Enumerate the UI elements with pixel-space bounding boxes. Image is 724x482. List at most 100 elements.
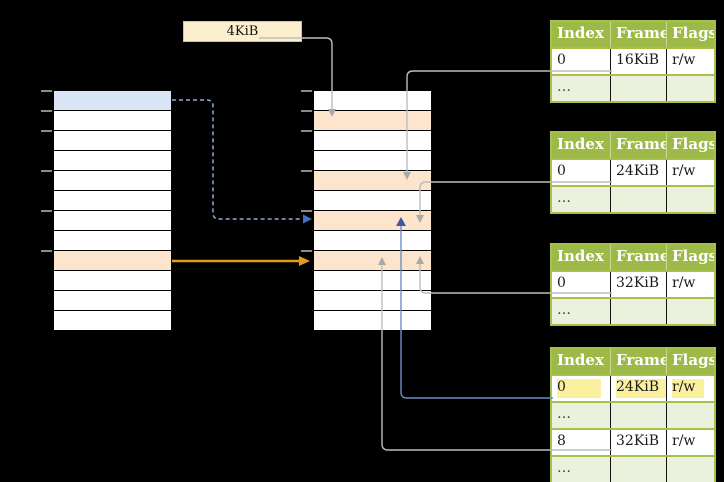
table-cell: 0: [552, 49, 611, 74]
table-cell: [667, 299, 714, 324]
boundary-tick: [301, 250, 312, 252]
table-row: …: [552, 187, 714, 212]
column-header-frame: Frame: [611, 349, 667, 374]
table-cell: r/w: [672, 163, 696, 179]
memory-row-highlighted: [314, 251, 431, 271]
column-header-index: Index: [552, 245, 611, 270]
table-cell: [611, 403, 667, 428]
table-cell: 0: [552, 160, 611, 185]
table-cell: 8: [552, 430, 611, 455]
memory-row: [54, 131, 171, 151]
memory-row: [54, 151, 171, 171]
table-cell: 24KiB: [611, 376, 667, 401]
boundary-tick: [41, 110, 52, 112]
memory-row: [54, 211, 171, 231]
boundary-tick: [41, 170, 52, 172]
boundary-tick: [41, 130, 52, 132]
column-header-index: Index: [552, 22, 611, 47]
memory-row: [54, 291, 171, 311]
table-cell: r/w: [672, 52, 696, 68]
arrow-virtual-to-physical-dashed: [172, 99, 302, 220]
table-cell: [667, 76, 714, 101]
table-row: …: [552, 403, 714, 430]
boundary-tick: [41, 250, 52, 252]
table-cell: …: [552, 299, 611, 324]
column-header-flags: Flags: [672, 247, 714, 265]
memory-row-highlighted: [54, 91, 171, 111]
boundary-tick: [301, 210, 312, 212]
arrowhead-right-icon: [299, 256, 310, 266]
table-cell: 32KiB: [611, 272, 667, 297]
table-cell: [611, 76, 667, 101]
table-cell: r/w: [672, 275, 696, 291]
table-cell: 32KiB: [611, 430, 667, 455]
boundary-tick: [41, 210, 52, 212]
table-cell: …: [552, 457, 611, 482]
memory-row: [54, 311, 171, 330]
table-cell: [667, 457, 714, 482]
memory-row: [54, 271, 171, 291]
column-header-frame: Frame: [611, 245, 667, 270]
table-cell: …: [552, 403, 611, 428]
table-cell: 16KiB: [611, 49, 667, 74]
memory-row: [54, 171, 171, 191]
memory-row: [54, 111, 171, 131]
memory-row-highlighted: [314, 111, 431, 131]
table-cell: [611, 299, 667, 324]
virtual-memory-column: [53, 90, 172, 331]
memory-row-highlighted: [314, 171, 431, 191]
column-header-flags: Flags: [672, 24, 714, 42]
column-header-frame: Frame: [611, 133, 667, 158]
memory-row: [314, 151, 431, 171]
boundary-tick: [301, 110, 312, 112]
boundary-tick: [301, 130, 312, 132]
table-cell: …: [552, 187, 611, 212]
arrowhead-right-icon: [303, 214, 312, 224]
memory-row: [314, 271, 431, 291]
memory-row: [314, 131, 431, 151]
table-row: …: [552, 76, 714, 101]
column-header-flags: Flags: [672, 351, 714, 369]
memory-row: [314, 311, 431, 330]
page-size-label: 4KiB: [183, 21, 302, 42]
table-cell: r/w: [672, 433, 696, 449]
memory-row: [314, 91, 431, 111]
memory-row: [314, 231, 431, 251]
table-cell: …: [552, 76, 611, 101]
table-cell: r/w: [667, 376, 714, 401]
table-cell: 0: [552, 376, 611, 401]
column-header-frame: Frame: [611, 22, 667, 47]
table-cell: [667, 403, 714, 428]
column-header-index: Index: [552, 133, 611, 158]
memory-row: [314, 291, 431, 311]
memory-row: [54, 191, 171, 211]
table-cell: 24KiB: [611, 160, 667, 185]
memory-row: [54, 231, 171, 251]
table-cell: [611, 457, 667, 482]
memory-row-highlighted: [314, 211, 431, 231]
highlighted-value: 24KiB: [616, 379, 666, 398]
boundary-tick: [301, 90, 312, 92]
column-header-index: Index: [552, 349, 611, 374]
boundary-tick: [41, 90, 52, 92]
column-header-flags: Flags: [672, 135, 714, 153]
table-row: …: [552, 299, 714, 324]
table-cell: [611, 187, 667, 212]
table-cell: 0: [552, 272, 611, 297]
memory-row-highlighted: [54, 251, 171, 271]
physical-memory-column: [313, 90, 432, 331]
boundary-tick: [301, 170, 312, 172]
